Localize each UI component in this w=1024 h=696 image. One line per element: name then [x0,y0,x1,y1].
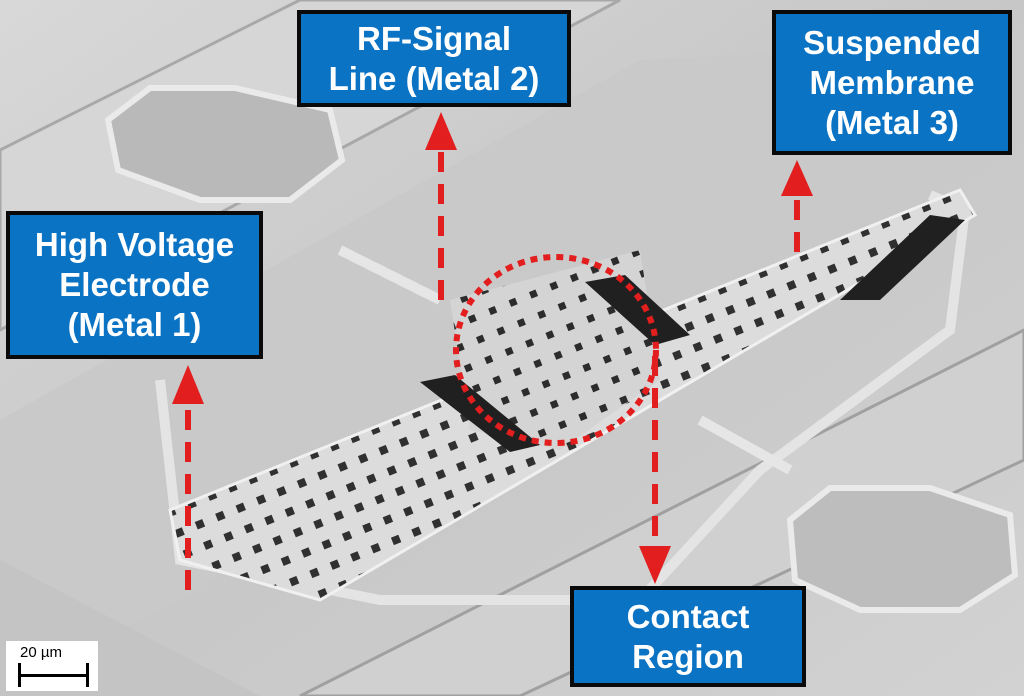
label-contact-region: Contact Region [570,586,806,687]
arrow-contact [639,356,671,584]
label-high-voltage-line-2: Electrode [59,266,210,303]
arrow-high-voltage [172,365,204,590]
arrow-suspended [781,160,813,252]
label-rf-signal-line-2: Line (Metal 2) [328,59,540,97]
contact-region-circle [453,254,659,446]
label-suspended-line-1: Suspended [803,23,981,61]
label-suspended-membrane: Suspended Membrane (Metal 3) [772,10,1012,155]
scale-bar-tick-right [86,663,89,687]
octagon-pad-top [104,85,346,203]
label-suspended-line-2: Membrane [809,63,975,101]
label-suspended-line-3: (Metal 3) [825,103,959,141]
slot-right [585,275,690,345]
label-contact-line-1: Contact [626,597,750,635]
scale-bar: 20 µm [6,641,98,691]
signal-line-arm-left [337,245,443,305]
label-contact-line-2: Region [632,637,744,675]
label-high-voltage-line-1: High Voltage [34,226,235,263]
octagon-pad-bottom [786,485,1019,613]
signal-line-arm-right [697,415,793,475]
scale-bar-text: 20 µm [20,644,62,661]
label-rf-signal-line-1: RF-Signal [357,19,511,57]
arrow-rf-signal [425,112,457,300]
label-high-voltage-line-3: (Metal 1) [67,306,202,343]
label-rf-signal-line: RF-Signal Line (Metal 2) [297,10,571,107]
scale-bar-tick-left [18,663,21,687]
label-high-voltage-electrode: High Voltage Electrode (Metal 1) [6,211,263,359]
slot-far-right [840,215,965,300]
scale-bar-line [18,674,88,677]
